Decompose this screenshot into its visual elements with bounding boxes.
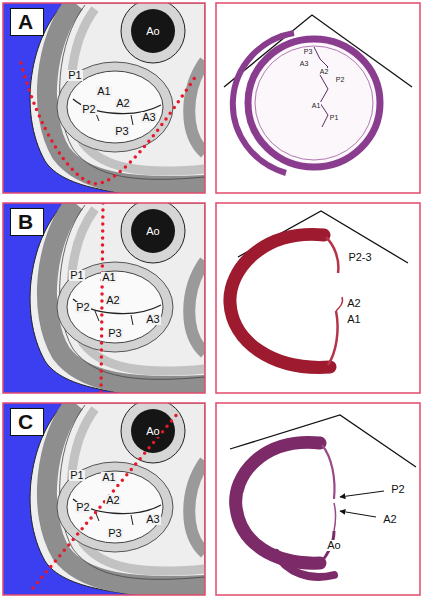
drawing-stroke [322,445,335,499]
panel-letter: B [18,210,36,233]
leaflet-label: P1 [69,470,84,481]
aorta-lumen [131,209,175,253]
panel [216,403,420,595]
panel [3,0,205,197]
panel [3,199,205,397]
panel-frame [216,3,420,193]
drawing-stroke [131,315,133,325]
drawing-stroke [189,261,205,353]
pointer-arrow [340,491,384,497]
leaflet-label: A2 [319,68,330,75]
panel-frame [3,403,205,595]
panel-frame [216,203,420,393]
leaflet-label: P2 [390,484,405,495]
leaflet-label: A1 [96,86,111,97]
leaflet-label: A1 [101,472,116,483]
panel [3,399,205,597]
pointer-arrow [340,511,376,517]
aorta [121,3,185,63]
panel-frame [216,403,420,595]
leaflet-label: P2 [335,76,346,83]
panel [216,203,420,393]
drawing-stroke [236,442,320,563]
mitral-orifice [67,271,163,343]
panel-letter-box: C [10,408,44,436]
annulus [57,62,173,152]
panel-letter: C [18,410,36,433]
leaflet-label: A3 [141,112,156,123]
leaflet-label: P3 [107,328,122,339]
panel-frame [3,203,205,393]
leaflet-label: P2 [75,502,90,513]
leaflet-label: Ao [145,426,160,437]
drawing-stroke [189,461,205,553]
leaflet-label: A2 [382,514,397,525]
panel-letter: A [18,10,36,33]
leaflet-label: Ao [326,540,341,551]
drawing-stroke [230,234,330,367]
panel [216,3,420,193]
leaflet-label: A3 [145,314,160,325]
aorta [121,403,185,463]
aorta-lumen [131,9,175,53]
drawing-stroke [314,47,328,127]
leaflet-label: P1 [67,70,82,81]
aorta [121,203,185,263]
leaflet-label: A2 [105,295,120,306]
drawing-stroke [95,311,99,321]
mitral-orifice [67,71,163,143]
leaflet-label: P2 [75,302,90,313]
drawing-stroke [131,115,133,125]
mitral-orifice [67,471,163,543]
leaflet-label: A2 [346,298,361,309]
leaflet-label: Ao [145,26,160,37]
drawing-stroke [336,297,343,311]
leaflet-label: A2 [115,98,130,109]
leaflet-label: A1 [101,272,116,283]
annulus-inner [255,46,373,160]
panel-letter-box: B [10,208,44,236]
leaflet-label: P2-3 [347,252,372,263]
drawing-stroke [328,311,338,365]
drawing-stroke [326,237,338,273]
drawing-stroke [189,61,205,153]
aorta-lumen [131,409,175,453]
leaflet-label: P1 [329,114,340,121]
leaflet-label: A2 [105,495,120,506]
drawing-stroke [131,515,133,525]
section-plane [21,63,198,184]
drawing-stroke [334,503,336,531]
annulus [57,262,173,352]
leaflet-label: P1 [69,270,84,281]
leaflet-label: P3 [303,48,314,55]
leaflet-label: P2 [81,104,96,115]
leaflet-label: A1 [311,102,322,109]
panel-frame [3,3,205,193]
leaflet-label: A3 [145,514,160,525]
annulus-section [248,39,380,167]
leaflet-label: A1 [346,314,361,325]
leaflet-label: A3 [299,60,310,67]
panel-letter-box: A [10,8,44,36]
section-plane [101,203,103,393]
leaflet-label: P3 [114,126,129,137]
section-plane [33,413,178,588]
leaflet-label: Ao [145,226,160,237]
leaflet-label: P3 [107,528,122,539]
